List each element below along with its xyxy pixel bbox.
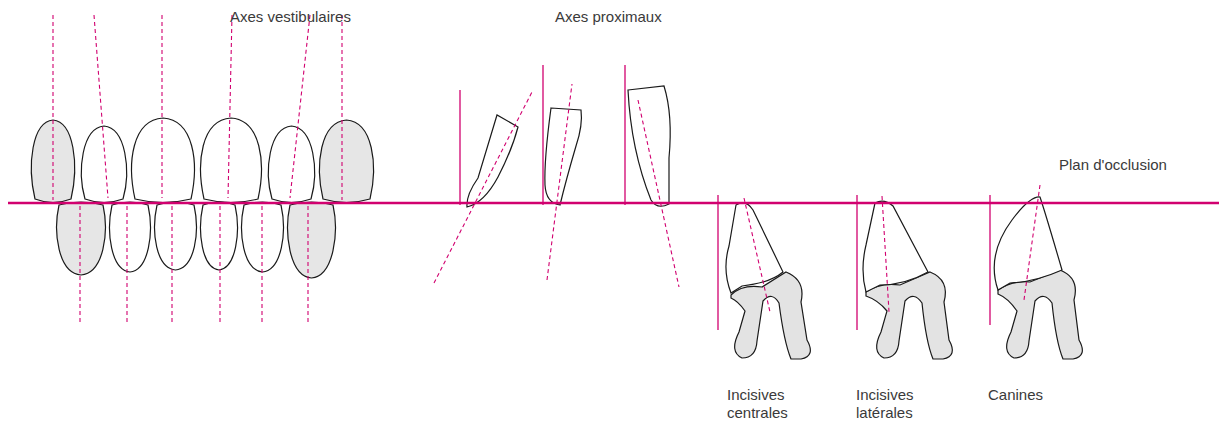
- plane-label: Plan d'occlusion: [1059, 156, 1167, 174]
- title-label: Axes proximaux: [555, 8, 662, 26]
- occlusal-plane: [8, 202, 1219, 205]
- front-teeth: [31, 118, 373, 278]
- tooth-label: Incisives latérales: [856, 386, 932, 422]
- tooth-label: Incisives centrales: [727, 386, 803, 422]
- tooth-sections: [718, 185, 1082, 359]
- vestibular-axes: [53, 15, 342, 325]
- title-label: Axes vestibulaires: [230, 8, 351, 26]
- tooth-label: Canines: [988, 386, 1043, 404]
- proximal-teeth: [434, 65, 679, 287]
